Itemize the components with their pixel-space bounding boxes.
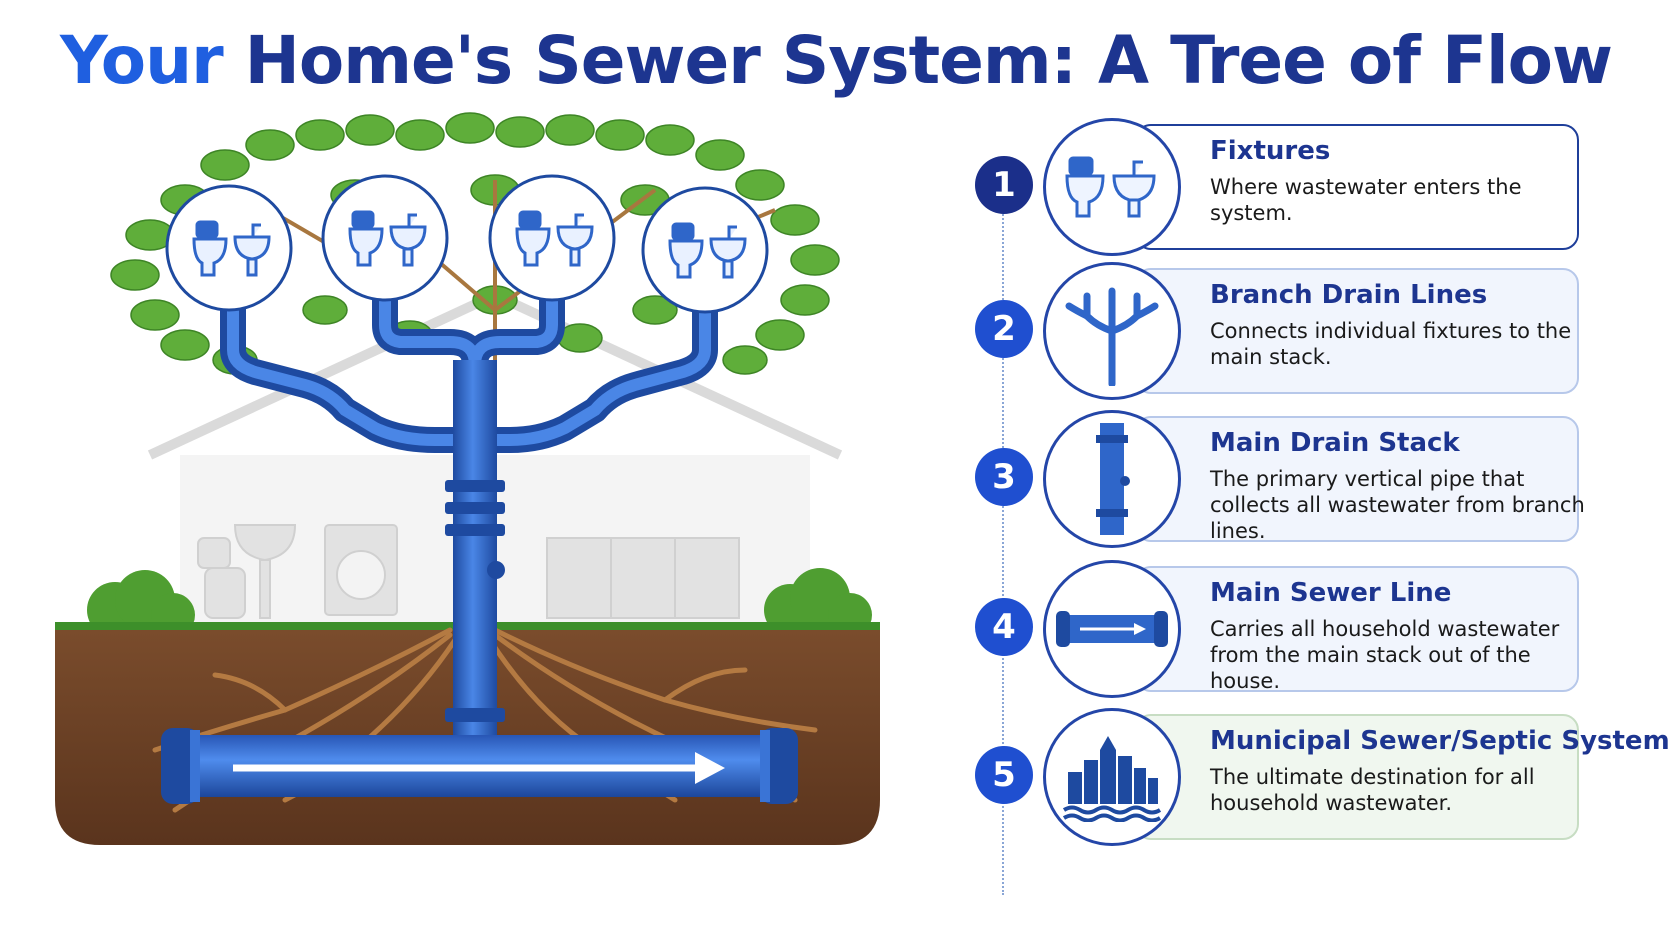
stack-collars: [445, 480, 505, 722]
step-description: Connects individual fixtures to the main…: [1210, 319, 1572, 369]
page-title: Your Home's Sewer System: A Tree of Flow: [0, 22, 1672, 99]
branch-pipes-icon: [1043, 262, 1181, 400]
step-number: 4: [975, 598, 1033, 656]
step-main-drain-stack: 3 Main Drain Stack The primary vertical …: [975, 410, 1635, 548]
main-drain-stack: [453, 360, 497, 750]
toilet-sink-icon: [1043, 118, 1181, 256]
step-card: [1135, 124, 1579, 250]
step-number: 3: [975, 448, 1033, 506]
step-description: The primary vertical pipe that collects …: [1210, 467, 1585, 543]
step-number: 5: [975, 746, 1033, 804]
fixture-circle-4: [641, 186, 769, 314]
step-card: [1135, 714, 1579, 840]
sewer-tree-illustration: [55, 112, 880, 845]
step-title: Fixtures: [1210, 136, 1331, 166]
step-title: Municipal Sewer/Septic System: [1210, 726, 1670, 756]
vertical-pipe-icon: [1043, 410, 1181, 548]
step-title: Main Drain Stack: [1210, 428, 1460, 458]
step-card: [1135, 416, 1579, 542]
step-description: The ultimate destination for all househo…: [1210, 765, 1535, 815]
horizontal-pipe-arrow-icon: [1043, 560, 1181, 698]
step-fixtures: 1 Fixtures Where wastewater enters the s…: [975, 118, 1635, 256]
step-description: Carries all household wastewater from th…: [1210, 617, 1560, 693]
step-title: Branch Drain Lines: [1210, 280, 1488, 310]
fixture-circle-3: [488, 174, 616, 302]
step-number: 1: [975, 156, 1033, 214]
step-description: Where wastewater enters the system.: [1210, 175, 1522, 225]
step-municipal-sewer: 5 Municipal Sewer/Septic System The ulti…: [975, 708, 1670, 846]
timeline-dotted-line: [1002, 195, 1004, 895]
city-skyline-icon: [1043, 708, 1181, 846]
fixture-circle-2: [321, 174, 449, 302]
main-sewer-line: [161, 728, 798, 804]
house-fixtures: [197, 524, 740, 619]
step-branch-drain-lines: 2 Branch Drain Lines Connects individual…: [975, 262, 1635, 400]
step-card: [1135, 268, 1579, 394]
fixture-circle-1: [165, 184, 293, 312]
title-accent: Your: [60, 22, 224, 99]
step-title: Main Sewer Line: [1210, 578, 1452, 608]
step-main-sewer-line: 4 Main Sewer Line Carries all household …: [975, 560, 1635, 698]
title-main: Home's Sewer System: A Tree of Flow: [244, 22, 1613, 99]
step-number: 2: [975, 300, 1033, 358]
step-card: [1135, 566, 1579, 692]
